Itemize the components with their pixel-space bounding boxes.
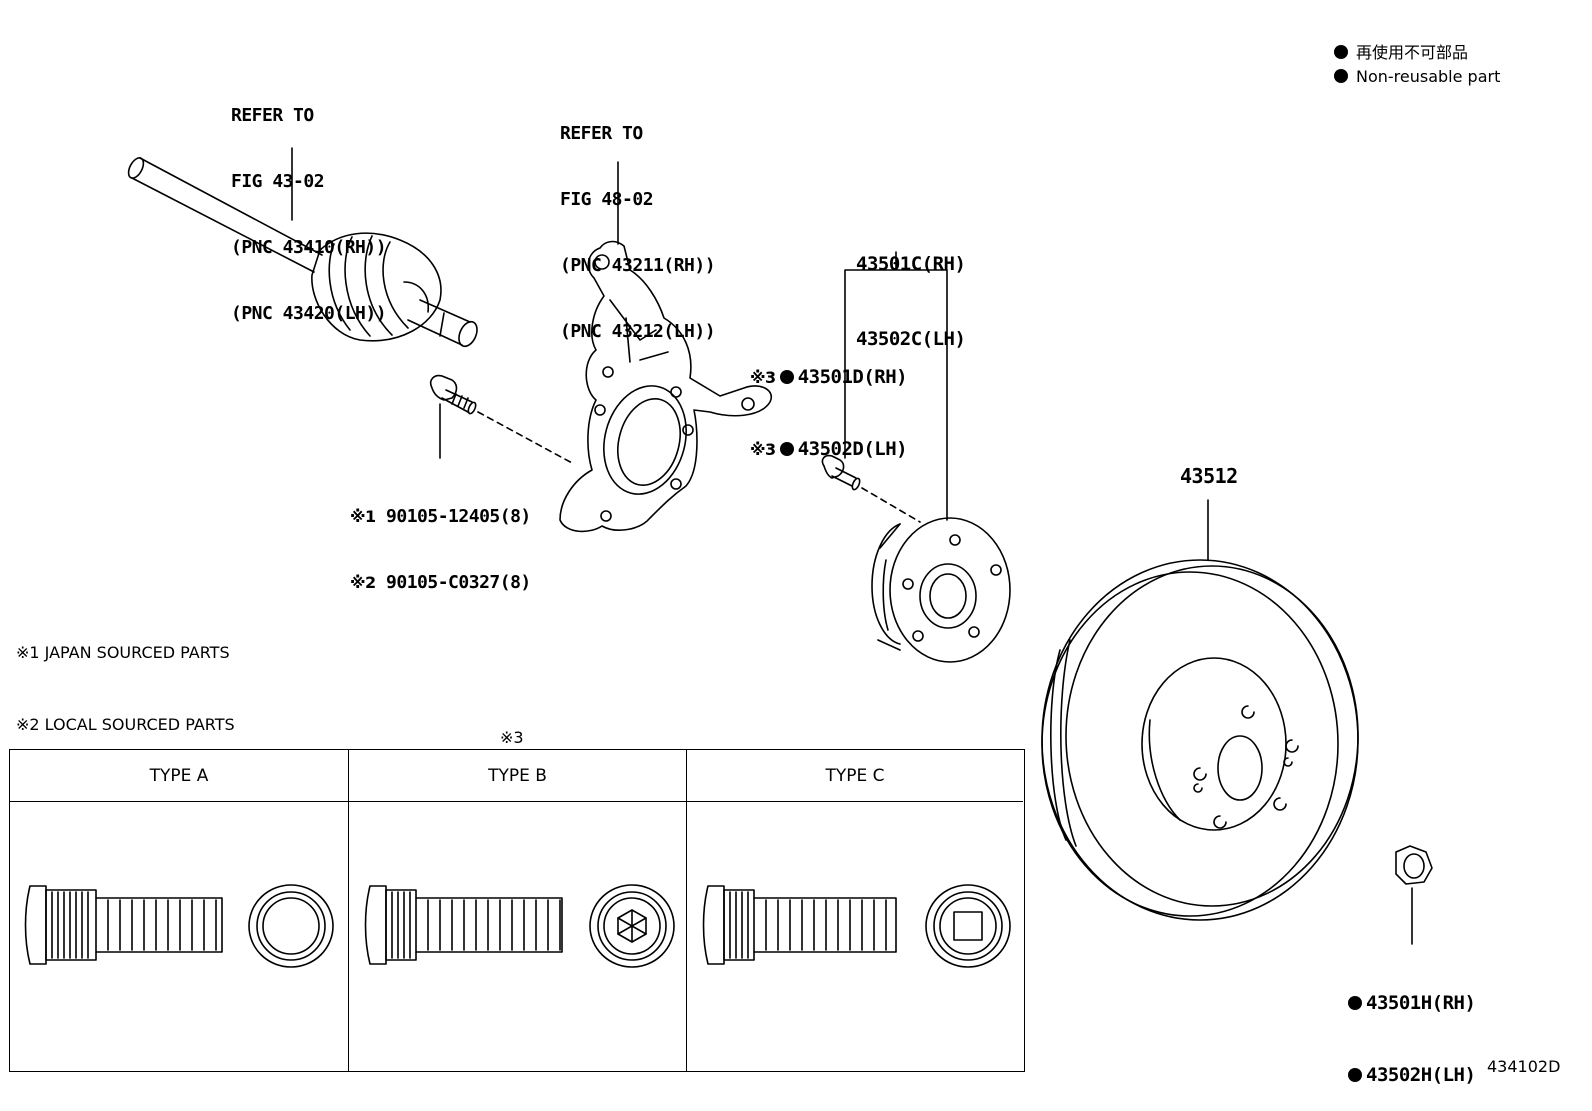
non-reusable-icon — [779, 442, 794, 456]
callout-row: ※2 90105-C0327(8) — [350, 572, 531, 594]
column-type-c: TYPE C — [686, 750, 1023, 1071]
non-reusable-icon — [1348, 1068, 1362, 1082]
callout-row: ※1 90105-12405(8) — [350, 506, 531, 528]
stud-type-table: TYPE A TYPE B TYPE C — [9, 749, 1025, 1072]
callout-knuckle: REFER TO FIG 48-02 (PNC 43211(RH)) (PNC … — [560, 79, 716, 365]
mark-2: ※2 — [350, 573, 376, 592]
part-number: 43502D(LH) — [797, 438, 908, 460]
note-local-sourced: ※2 LOCAL SOURCED PARTS — [16, 715, 235, 734]
callout-hub-nut: 43501H(RH) 43502H(LH) — [1348, 943, 1476, 1111]
mark-3: ※3 — [750, 440, 776, 459]
callout-disc: 43512 — [1180, 464, 1238, 488]
part-number: 90105-C0327(8) — [386, 572, 531, 593]
type-c-stud-illustration — [702, 884, 1011, 968]
callout-knuckle-bolt: ※1 90105-12405(8) ※2 90105-C0327(8) — [350, 462, 531, 616]
callout-row: ※3 43501D(RH) — [750, 365, 908, 389]
hub-assembly-illustration — [844, 251, 1011, 663]
non-reusable-icon — [1348, 996, 1362, 1010]
header-type-a: TYPE A — [10, 750, 348, 802]
callout-line: FIG 43-02 — [231, 171, 325, 192]
filled-circle-icon — [1334, 69, 1348, 83]
callout-line: (PNC 43211(RH)) — [560, 255, 716, 276]
callout-row: ※3 43502D(LH) — [750, 437, 908, 461]
header-type-c: TYPE C — [687, 750, 1023, 802]
callout-drive-shaft: REFER TO FIG 43-02 (PNC 43410(RH)) (PNC … — [231, 61, 387, 347]
header-type-b: TYPE B — [349, 750, 686, 802]
callout-hub-bolt: ※3 43501D(RH) ※3 43502D(LH) — [750, 317, 908, 485]
filled-circle-icon — [1334, 45, 1348, 59]
column-type-b: TYPE B — [348, 750, 686, 1071]
callout-row: 43501H(RH) — [1348, 991, 1476, 1015]
legend-text: Non-reusable part — [1356, 67, 1501, 86]
callout-line: REFER TO — [231, 105, 314, 126]
callout-line: REFER TO — [560, 123, 643, 144]
legend: 再使用不可部品 Non-reusable part — [1334, 41, 1500, 89]
callout-line: (PNC 43420(LH)) — [231, 303, 387, 324]
brake-disc-illustration — [1041, 499, 1359, 921]
notes: ※1 JAPAN SOURCED PARTS ※2 LOCAL SOURCED … — [16, 593, 235, 761]
part-number: 43502H(LH) — [1366, 1064, 1476, 1086]
knuckle-bolt-illustration — [429, 374, 575, 465]
callout-line: FIG 48-02 — [560, 189, 654, 210]
hub-nut-illustration — [1395, 845, 1433, 945]
non-reusable-icon — [779, 370, 794, 384]
callout-line: (PNC 43410(RH)) — [231, 237, 387, 258]
legend-row-non-reusable-en: Non-reusable part — [1334, 65, 1500, 89]
steering-knuckle-illustration — [559, 161, 773, 533]
drive-shaft-illustration — [127, 147, 478, 348]
legend-row-non-reusable-jp: 再使用不可部品 — [1334, 41, 1500, 65]
column-type-a: TYPE A — [10, 750, 348, 1071]
type-a-stud-illustration — [24, 884, 334, 968]
hub-bolt-illustration — [821, 454, 921, 523]
table-mark: ※3 — [500, 728, 524, 747]
legend-text: 再使用不可部品 — [1356, 43, 1469, 62]
part-number: 43501D(RH) — [797, 366, 908, 388]
callout-row: 43502H(LH) — [1348, 1063, 1476, 1087]
figure-code: 434102D — [1487, 1057, 1561, 1076]
part-number: 90105-12405(8) — [386, 506, 531, 527]
note-japan-sourced: ※1 JAPAN SOURCED PARTS — [16, 643, 230, 662]
type-b-stud-illustration — [364, 884, 675, 968]
mark-3: ※3 — [750, 368, 776, 387]
mark-1: ※1 — [350, 507, 376, 526]
part-number: 43501H(RH) — [1366, 992, 1476, 1014]
part-number: 43502C(LH) — [856, 328, 966, 350]
